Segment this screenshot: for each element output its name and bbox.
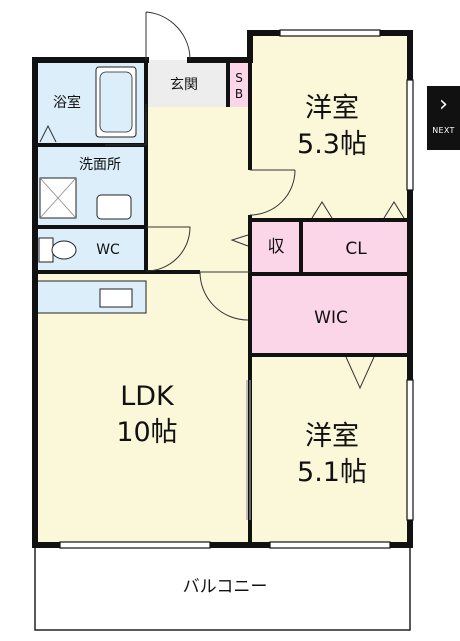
western-room-north-name: 洋室 <box>305 93 359 124</box>
balcony-label: バルコニー <box>182 577 268 597</box>
kitchen-sink <box>99 288 133 308</box>
washbasin <box>96 194 132 220</box>
next-button[interactable]: › NEXT <box>427 86 460 150</box>
ldk-name: LDK <box>120 381 174 412</box>
toilet-bowl <box>51 240 77 260</box>
western-room-north-size: 5.3帖 <box>297 129 367 160</box>
western-room-south-name: 洋室 <box>305 421 359 452</box>
ldk-floor <box>35 272 250 545</box>
shoe-box-label-b: B <box>234 87 244 101</box>
shoe-box-floor <box>228 60 250 107</box>
closet-floor <box>301 220 410 274</box>
western-room-south-size: 5.1帖 <box>297 457 367 488</box>
balcony-outline <box>34 544 411 631</box>
storage-label: 収 <box>267 237 285 257</box>
shoe-box-label-s: S <box>235 71 243 85</box>
toilet-fixture <box>38 237 54 263</box>
ldk-size: 10帖 <box>116 417 178 448</box>
bath-label: 浴室 <box>53 95 81 111</box>
walk-in-closet-floor <box>250 274 410 355</box>
entrance-label: 玄関 <box>170 77 198 93</box>
chevron-right-icon: › <box>439 92 448 117</box>
toilet-label: WC <box>96 242 120 258</box>
bathtub-inner <box>99 71 133 133</box>
storage-floor <box>250 220 301 274</box>
western-room-north-floor <box>250 33 410 220</box>
walk-in-closet-label: WIC <box>314 308 348 328</box>
washroom-label: 洗面所 <box>79 157 121 173</box>
next-button-label: NEXT <box>432 126 455 135</box>
closet-label: CL <box>345 239 367 259</box>
entrance-floor <box>146 60 228 107</box>
western-room-south-floor <box>250 355 410 545</box>
hall-floor <box>146 107 250 272</box>
